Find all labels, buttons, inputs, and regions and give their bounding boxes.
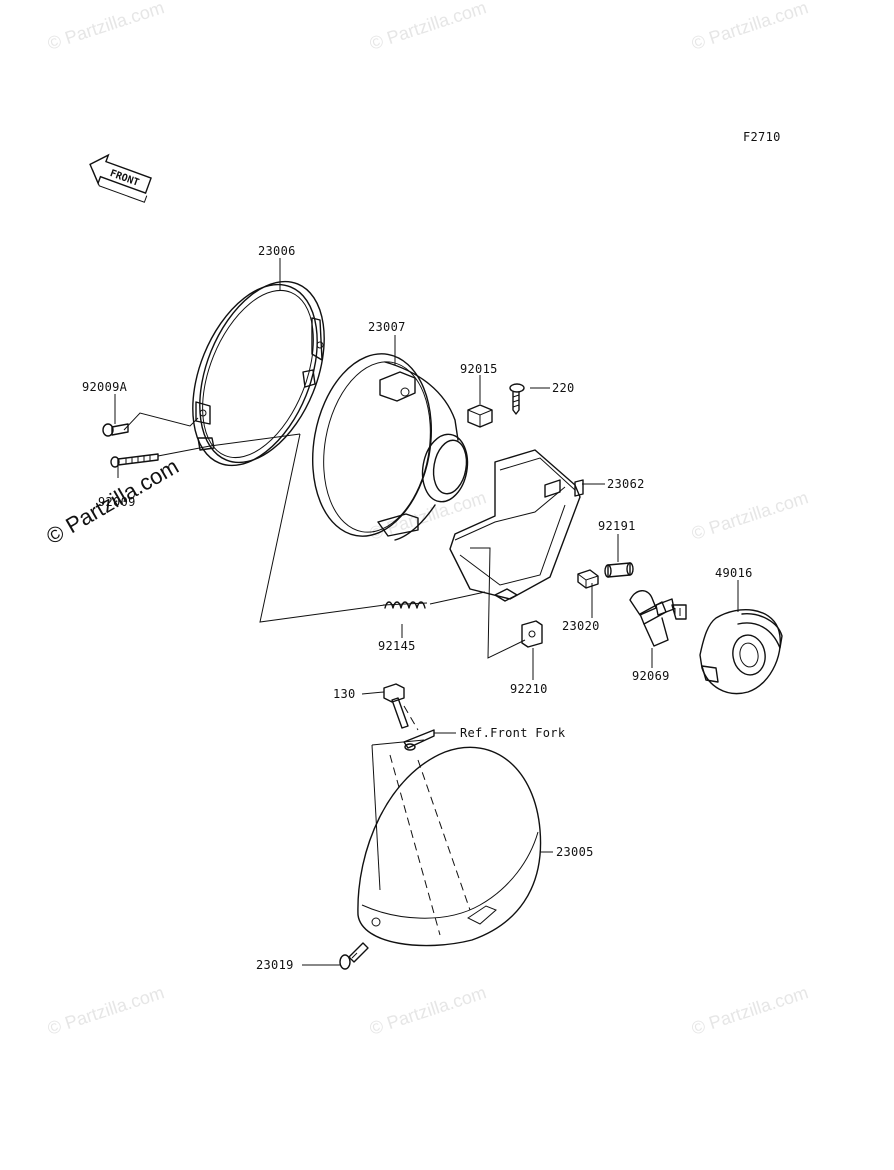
watermark: © Partzilla.com	[689, 487, 811, 544]
watermark-prominent: © Partzilla.com	[42, 454, 183, 550]
bolt	[383, 683, 409, 729]
housing-screw	[339, 942, 369, 970]
part-label-220[interactable]: 220	[552, 381, 575, 395]
part-label-23006[interactable]: 23006	[258, 244, 296, 258]
leader-lines	[114, 258, 739, 966]
headlight-bulb	[629, 590, 687, 647]
headlight-unit	[311, 353, 469, 541]
part-label-23019[interactable]: 23019	[256, 958, 294, 972]
part-label-23062[interactable]: 23062	[607, 477, 645, 491]
part-label-92210[interactable]: 92210	[510, 682, 548, 696]
part-label-92009a[interactable]: 92009A	[82, 380, 128, 394]
watermark: © Partzilla.com	[367, 982, 489, 1039]
part-label-92069[interactable]: 92069	[632, 669, 670, 683]
clip	[577, 569, 599, 589]
part-label-92009[interactable]: 92009	[98, 495, 136, 509]
sleeve	[604, 562, 634, 578]
assembly-lines	[389, 705, 471, 936]
part-label-92015[interactable]: 92015	[460, 362, 498, 376]
part-label-23020[interactable]: 23020	[562, 619, 600, 633]
screw-long	[110, 453, 159, 468]
headlight-rim	[192, 280, 325, 467]
part-label-23007[interactable]: 23007	[368, 320, 406, 334]
watermark: © Partzilla.com	[367, 0, 489, 54]
ref-front-fork-label[interactable]: Ref.Front Fork	[460, 726, 566, 740]
headlight-housing	[357, 746, 542, 947]
watermark-layer: © Partzilla.com © Partzilla.com © Partzi…	[45, 0, 811, 1039]
part-labels: 23006 23007 92015 220 92009A 92009 23062…	[82, 244, 753, 972]
nut	[467, 404, 493, 428]
part-label-92191[interactable]: 92191	[598, 519, 636, 533]
watermark: © Partzilla.com	[45, 0, 167, 54]
part-label-92145[interactable]: 92145	[378, 639, 416, 653]
part-label-23005[interactable]: 23005	[556, 845, 594, 859]
diagram-code: F2710	[743, 130, 781, 144]
front-arrow-icon: FRONT	[89, 153, 152, 203]
bulb-bracket	[449, 449, 584, 602]
screw	[509, 383, 525, 415]
watermark: © Partzilla.com	[689, 982, 811, 1039]
part-label-130[interactable]: 130	[333, 687, 356, 701]
fork-bracket	[403, 729, 435, 751]
watermark: © Partzilla.com	[689, 0, 811, 54]
part-label-49016[interactable]: 49016	[715, 566, 753, 580]
spring	[382, 601, 428, 609]
screw-short	[102, 423, 129, 437]
bulb-cover	[699, 609, 783, 695]
washer-plate	[521, 620, 543, 648]
watermark: © Partzilla.com	[45, 982, 167, 1039]
